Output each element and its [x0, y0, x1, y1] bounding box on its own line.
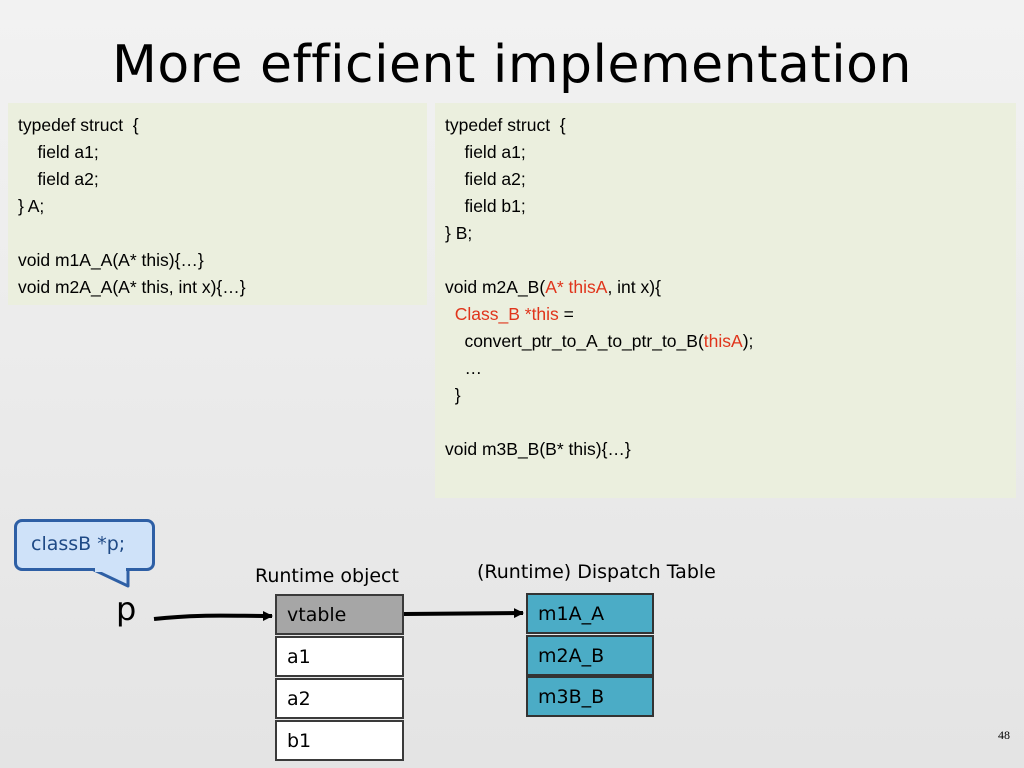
struct-a-code-block: typedef struct { field a1; field a2; } A;… [8, 103, 427, 305]
code-line: Class_B *this = [445, 301, 1016, 328]
code-line: typedef struct { [445, 115, 566, 135]
code-line: typedef struct { [18, 115, 139, 135]
code-text: = [558, 304, 574, 324]
code-line: … [445, 358, 482, 378]
pointer-arrow [153, 610, 273, 621]
code-line: field a1; [445, 142, 526, 162]
dispatch-cell: m2A_B [526, 635, 654, 676]
struct-b-code-block: typedef struct { field a1; field a2; fie… [435, 103, 1016, 498]
runtime-cell: a2 [275, 678, 404, 719]
highlighted-decl: Class_B *this [454, 304, 559, 324]
code-text: , int x){ [607, 277, 661, 297]
dispatch-cell: m1A_A [526, 593, 654, 634]
code-line: field a1; [18, 142, 99, 162]
code-line: } [445, 385, 461, 405]
code-line: field a2; [445, 169, 526, 189]
code-line: } B; [445, 223, 473, 243]
runtime-object-caption: Runtime object [255, 565, 399, 587]
highlighted-arg: thisA [703, 331, 743, 351]
code-text: ); [742, 331, 754, 351]
runtime-cell-vtable: vtable [275, 594, 404, 635]
dispatch-cell: m3B_B [526, 676, 654, 717]
runtime-cell: a1 [275, 636, 404, 677]
pointer-label: p [116, 590, 137, 628]
code-line: void m2A_B(A* thisA, int x){ [445, 274, 1016, 301]
code-line: field a2; [18, 169, 99, 189]
page-number: 48 [998, 728, 1010, 742]
code-text: void m2A_B( [445, 277, 546, 297]
code-line: convert_ptr_to_A_to_ptr_to_B(thisA); [445, 328, 1016, 355]
code-line: void m2A_A(A* this, int x){…} [18, 277, 246, 297]
dispatch-table-caption: (Runtime) Dispatch Table [477, 561, 716, 583]
code-line: field b1; [445, 196, 526, 216]
vtable-arrow [403, 608, 524, 619]
highlighted-param: A* thisA [545, 277, 608, 297]
runtime-cell: b1 [275, 720, 404, 761]
code-line: void m1A_A(A* this){…} [18, 250, 204, 270]
code-line: } A; [18, 196, 45, 216]
slide-title: More efficient implementation [112, 35, 912, 95]
code-line: void m3B_B(B* this){…} [445, 439, 631, 459]
declaration-callout: classB *p; [14, 519, 155, 571]
code-text: convert_ptr_to_A_to_ptr_to_B( [445, 331, 704, 351]
callout-tail [90, 567, 130, 588]
callout-text: classB *p; [31, 533, 126, 555]
